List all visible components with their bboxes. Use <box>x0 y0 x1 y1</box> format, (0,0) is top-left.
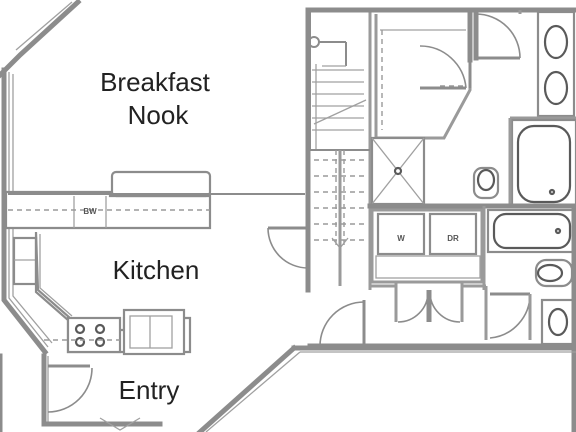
dishwasher-label: BW <box>83 207 97 216</box>
sink-icon <box>543 24 569 60</box>
hall-doors <box>307 282 576 351</box>
bay-window-walls <box>0 0 82 356</box>
kitchen-counters <box>4 170 305 356</box>
dryer-label: DR <box>447 234 459 243</box>
room-label-kitchen: Kitchen <box>113 255 200 285</box>
room-label-entry: Entry <box>119 375 180 405</box>
tub-basin-icon <box>516 124 572 204</box>
master-bath <box>508 10 576 208</box>
stair-closet-door <box>267 226 311 293</box>
island-raised-bar <box>110 170 212 198</box>
stairs <box>305 7 372 291</box>
entry-area <box>0 353 163 432</box>
sink-icon <box>547 307 569 337</box>
sink-icon <box>543 70 569 106</box>
shower <box>367 136 576 209</box>
washer <box>376 212 426 256</box>
window-seat <box>12 236 38 286</box>
tub-basin-icon <box>492 212 572 250</box>
kitchen-sink-counter <box>122 308 186 356</box>
washer-label: W <box>397 234 405 243</box>
lower-walls <box>196 344 576 432</box>
room-label-breakfast: Breakfast <box>100 67 211 97</box>
laundry <box>370 206 486 290</box>
room-label-nook: Nook <box>128 100 190 130</box>
cooktop <box>66 316 122 354</box>
dryer <box>428 212 478 256</box>
room-labels: Breakfast Nook Kitchen Entry BW W DR <box>83 67 459 405</box>
